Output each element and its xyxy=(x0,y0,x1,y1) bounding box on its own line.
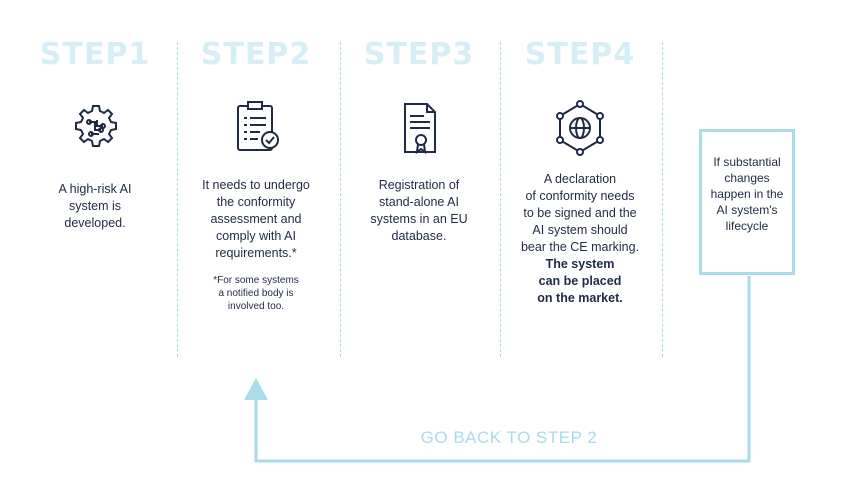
desc-line: of conformity needs xyxy=(525,189,635,203)
box-line: AI system's xyxy=(716,203,778,217)
desc-bold-line: on the market. xyxy=(537,291,623,305)
desc-line: bear the CE marking. xyxy=(520,240,640,254)
divider-1 xyxy=(177,42,178,357)
desc-line: Registration of xyxy=(378,178,460,192)
checklist-icon xyxy=(237,101,279,151)
divider-2 xyxy=(340,42,341,357)
desc-line: systems in an EU xyxy=(370,212,468,226)
desc-line: the conformity xyxy=(216,195,296,209)
step-1: STEP1 A high-risk AI system is developed… xyxy=(20,40,170,232)
desc-bold-line: The system xyxy=(545,257,615,271)
step-4: STEP4 A declaration of conformity needs … xyxy=(503,40,657,307)
note-line: *For some systems xyxy=(213,275,299,286)
step-2: STEP2 It needs to undergo the conformity… xyxy=(180,40,332,313)
box-line: If substantial xyxy=(713,155,781,169)
note-line: a notified body is xyxy=(218,288,294,299)
desc-line: to be signed and the xyxy=(523,206,637,220)
desc-line: developed. xyxy=(64,216,126,230)
desc-line: A high-risk AI xyxy=(58,182,132,196)
go-back-label: GO BACK TO STEP 2 xyxy=(420,428,598,447)
certificate-icon xyxy=(404,103,436,155)
desc-line: requirements.* xyxy=(215,246,297,260)
note-line: involved too. xyxy=(227,301,285,312)
desc-line: It needs to undergo xyxy=(202,178,310,192)
footnote: *For some systems a notified body is inv… xyxy=(180,274,332,313)
substantial-changes-box: If substantial changes happen in the AI … xyxy=(699,129,795,275)
box-line: happen in the xyxy=(710,187,784,201)
step-title: STEP2 xyxy=(200,37,312,72)
desc-line: AI system should xyxy=(532,223,628,237)
box-line: lifecycle xyxy=(725,219,769,233)
network-globe-icon xyxy=(556,100,604,156)
divider-4 xyxy=(662,42,663,357)
desc-line: system is xyxy=(68,199,122,213)
desc-line: stand-alone AI xyxy=(379,195,459,209)
desc-line: database. xyxy=(391,229,447,243)
step-title: STEP3 xyxy=(363,37,475,72)
ai-gear-icon xyxy=(75,105,117,147)
step-title: STEP1 xyxy=(39,37,151,72)
desc-line: A declaration xyxy=(543,172,617,186)
step-3: STEP3 Registration of stand-alone AI sys… xyxy=(343,40,495,245)
desc-bold-line: can be placed xyxy=(538,274,622,288)
step-title: STEP4 xyxy=(524,37,636,72)
desc-line: comply with AI xyxy=(216,229,296,243)
desc-line: assessment and xyxy=(210,212,302,226)
box-line: changes xyxy=(724,171,770,185)
divider-3 xyxy=(500,42,501,357)
